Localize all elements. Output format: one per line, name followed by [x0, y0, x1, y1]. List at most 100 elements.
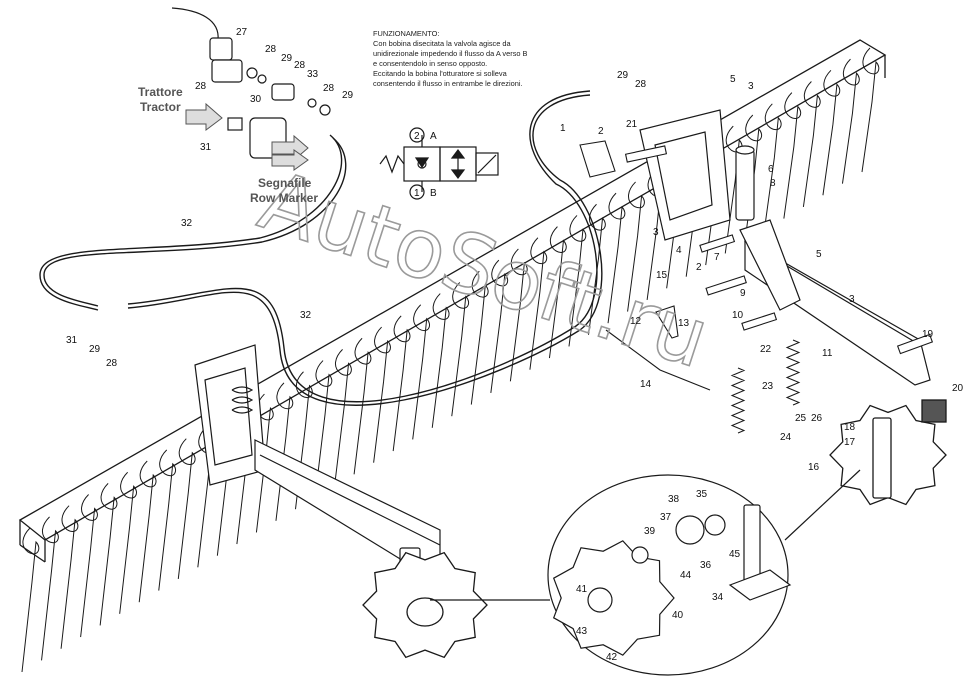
callout-3: 3	[748, 81, 754, 92]
tine	[177, 438, 196, 580]
callout-34: 34	[712, 592, 724, 603]
tine	[412, 304, 430, 440]
tine	[627, 181, 645, 312]
tine	[158, 449, 176, 591]
callout-3: 3	[653, 227, 659, 238]
callout-28: 28	[294, 60, 306, 71]
small-parts	[579, 140, 934, 391]
callout-7: 7	[714, 252, 720, 263]
label-tractor-it: Trattore	[138, 85, 183, 99]
callout-35: 35	[696, 489, 708, 500]
tine	[431, 293, 450, 428]
callout-17: 17	[844, 437, 856, 448]
tine	[802, 81, 821, 207]
callout-8: 8	[770, 178, 776, 189]
tine	[861, 47, 880, 173]
function-note: FUNZIONAMENTO: Con bobina disecitata la …	[373, 29, 548, 90]
callout-41: 41	[576, 584, 588, 595]
callout-29: 29	[281, 53, 293, 64]
callout-39: 39	[644, 526, 656, 537]
tine	[21, 527, 40, 673]
note-line: Con bobina disecitata la valvola agisce …	[373, 39, 511, 49]
tine	[568, 215, 587, 347]
tine	[509, 248, 528, 382]
callout-28: 28	[265, 44, 277, 55]
callout-27: 27	[236, 27, 248, 38]
tine	[529, 237, 548, 370]
callout-32: 32	[181, 218, 193, 229]
callout-32: 32	[300, 310, 312, 321]
callout-14: 14	[640, 379, 652, 390]
callout-31: 31	[66, 335, 78, 346]
callout-23: 23	[762, 381, 774, 392]
right-marker-arm	[639, 109, 931, 386]
label-marker-en: Row Marker	[250, 191, 318, 205]
callout-28: 28	[195, 81, 207, 92]
hub-detail-inset	[430, 469, 861, 676]
callout-24: 24	[780, 432, 792, 443]
callout-31: 31	[200, 142, 212, 153]
callout-26: 26	[811, 413, 823, 424]
callout-12: 12	[630, 316, 642, 327]
label-marker-it: Segnafile	[258, 176, 312, 190]
callout-25: 25	[795, 413, 807, 424]
callout-2: 2	[598, 126, 604, 137]
tine	[353, 337, 372, 475]
callout-4: 4	[676, 245, 682, 256]
tine	[80, 494, 98, 638]
callout-28: 28	[323, 83, 335, 94]
tine	[275, 382, 294, 521]
callout-40: 40	[672, 610, 684, 621]
note-line: e consentendolo in senso opposto.	[373, 59, 488, 69]
left-marker-disc	[362, 551, 488, 659]
callout-28: 28	[635, 79, 647, 90]
valve-port-a-number: 2	[414, 131, 420, 142]
tine	[334, 349, 352, 487]
note-line: unidirezionale impedendo il flusso da A …	[373, 49, 528, 59]
callout-13: 13	[678, 318, 690, 329]
valve-port-b-number: 1	[414, 188, 420, 199]
callout-16: 16	[808, 462, 820, 473]
callout-18: 18	[844, 422, 856, 433]
tine	[373, 326, 391, 463]
tine	[822, 69, 841, 196]
callout-43: 43	[576, 626, 588, 637]
callout-44: 44	[680, 570, 692, 581]
callout-21: 21	[626, 119, 638, 130]
tine	[841, 58, 860, 184]
tine	[724, 125, 743, 254]
callout-1: 1	[560, 123, 566, 134]
tine	[783, 92, 802, 219]
callout-19: 19	[922, 329, 934, 340]
callout-3: 3	[849, 294, 855, 305]
callout-38: 38	[668, 494, 680, 505]
callout-29: 29	[89, 344, 101, 355]
label-tractor-en: Tractor	[140, 100, 181, 114]
callout-5: 5	[730, 74, 736, 85]
tine	[99, 482, 118, 626]
tine	[763, 103, 782, 231]
tine	[294, 371, 313, 510]
tine	[548, 226, 567, 359]
tine	[138, 460, 157, 603]
right-marker-disc	[829, 399, 947, 506]
solenoid-valve-assembly	[171, 7, 331, 159]
tine	[41, 516, 59, 661]
tine	[60, 505, 79, 649]
tine	[607, 192, 626, 324]
callout-30: 30	[250, 94, 262, 105]
tine	[470, 270, 489, 405]
callout-20: 20	[952, 383, 964, 394]
note-title: FUNZIONAMENTO:	[373, 29, 440, 38]
tine	[744, 114, 763, 242]
tine	[451, 282, 470, 417]
callout-29: 29	[342, 90, 354, 101]
callout-9: 9	[740, 288, 746, 299]
callout-22: 22	[760, 344, 772, 355]
callout-28: 28	[106, 358, 118, 369]
callout-5: 5	[816, 249, 822, 260]
valve-port-a-label: A	[430, 131, 437, 142]
callout-33: 33	[307, 69, 319, 80]
